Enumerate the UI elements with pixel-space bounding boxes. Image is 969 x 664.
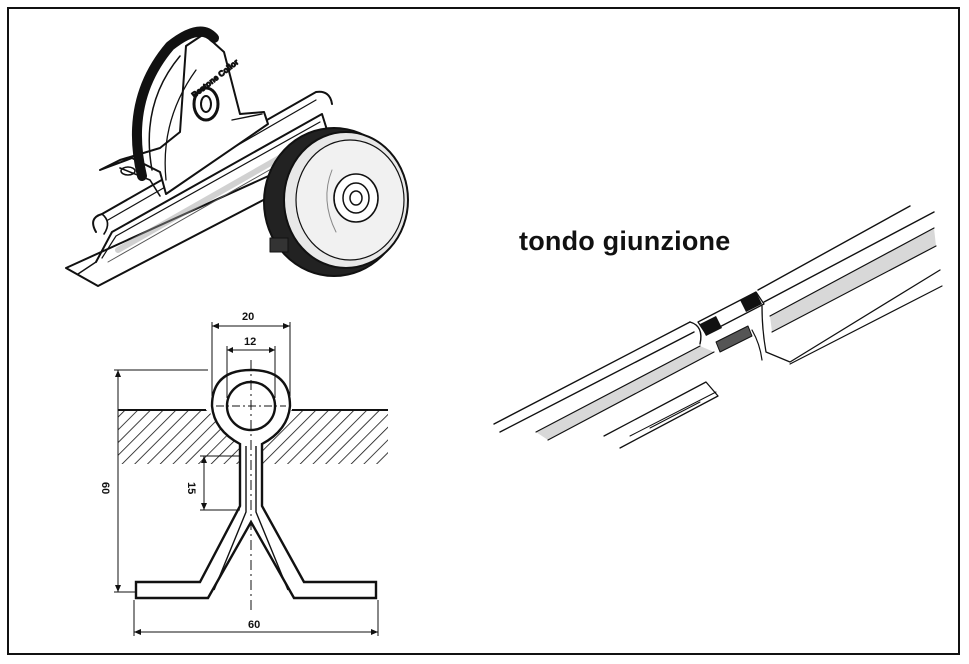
- dim-total-height: 60: [99, 482, 111, 494]
- rail-right-segment: [715, 205, 943, 365]
- diagram-frame: [7, 7, 960, 655]
- rail-left-segment: [493, 321, 719, 449]
- joint-connector: [697, 291, 765, 336]
- flat-wheel: [263, 127, 409, 277]
- vertical-wheel: [132, 26, 219, 181]
- rail-joint-drawing: [493, 205, 943, 449]
- joint-caption: tondo giunzione: [519, 226, 731, 256]
- wheel-rail-assembly: Bestone Collor: [65, 26, 409, 287]
- dim-base-width: 60: [248, 619, 260, 631]
- dim-neck-height: 15: [185, 482, 197, 494]
- dim-top-width: 20: [242, 311, 254, 323]
- dim-inner-diameter: 12: [244, 336, 256, 348]
- rail-cross-section: [114, 322, 388, 636]
